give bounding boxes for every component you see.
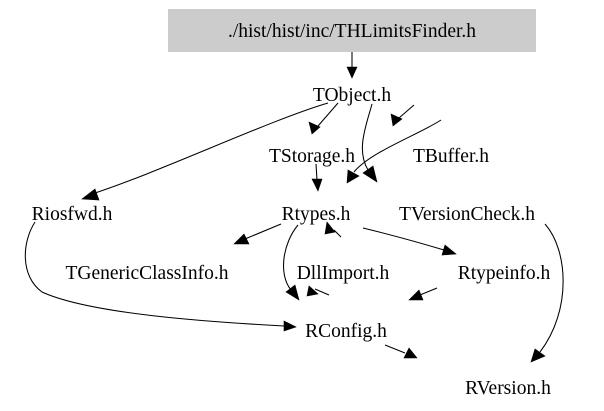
graph-node-rtypeinfo[interactable]: Rtypeinfo.h — [458, 263, 551, 284]
node-label-tstorage: TStorage.h — [269, 146, 355, 167]
node-label-tgenericclassinfo: TGenericClassInfo.h — [66, 263, 229, 284]
edge-line — [362, 227, 445, 251]
edge-line — [353, 119, 442, 173]
node-label-dllimport: DllImport.h — [297, 263, 390, 284]
edge-line — [419, 287, 438, 296]
node-label-rconfig: RConfig.h — [305, 321, 387, 342]
edge-rtypes-to-rtypeinfo — [362, 227, 457, 256]
graph-node-rconfig[interactable]: RConfig.h — [305, 321, 387, 342]
edge-line — [539, 223, 564, 353]
arrowhead-icon — [441, 244, 457, 256]
arrowhead-icon — [346, 169, 360, 184]
edge-line — [317, 102, 339, 127]
edge-line — [283, 224, 299, 291]
edge-tobject-to-riosfwd — [81, 102, 329, 201]
edge-root-to-tobject — [346, 52, 358, 79]
arrowhead-icon — [283, 320, 297, 332]
edge-line — [361, 103, 373, 171]
arrowhead-icon — [390, 113, 403, 127]
edge-tobject-to-tversioncheck — [361, 103, 378, 183]
arrowhead-icon — [530, 348, 546, 363]
node-layer: ./hist/hist/inc/THLimitsFinder.hTObject.… — [32, 9, 551, 399]
graph-node-tbuffer[interactable]: TBuffer.h — [413, 146, 489, 167]
edge-riosfwd-to-rconfig — [24, 221, 297, 332]
edge-line — [314, 288, 330, 296]
edge-line — [24, 221, 285, 327]
arrowhead-icon — [81, 188, 100, 201]
edge-rtypes-to-tgenericclassinfo — [233, 223, 282, 245]
arrowhead-icon — [311, 178, 323, 192]
node-label-riosfwd: Riosfwd.h — [32, 204, 113, 225]
node-label-rversion: RVersion.h — [465, 378, 551, 399]
edge-line — [398, 104, 415, 119]
edge-line — [315, 163, 318, 181]
graph-node-tstorage[interactable]: TStorage.h — [269, 146, 355, 167]
node-label-tobject: TObject.h — [313, 85, 391, 106]
edge-tstorage-to-rtypes — [311, 163, 323, 192]
graph-node-root[interactable]: ./hist/hist/inc/THLimitsFinder.h — [168, 9, 536, 52]
graph-node-tgenericclassinfo[interactable]: TGenericClassInfo.h — [66, 263, 229, 284]
arrowhead-icon — [233, 233, 250, 245]
graph-node-riosfwd[interactable]: Riosfwd.h — [32, 204, 113, 225]
node-box-root — [168, 9, 536, 52]
arrowhead-icon — [408, 289, 424, 301]
edge-rtypeinfo-to-rconfig — [408, 287, 438, 301]
graph-node-tversioncheck[interactable]: TVersionCheck.h — [399, 204, 535, 225]
edge-rtypes-to-rconfig — [283, 224, 300, 301]
node-label-rtypeinfo: Rtypeinfo.h — [458, 263, 551, 284]
edge-line — [244, 223, 282, 240]
edge-line — [333, 229, 342, 238]
edge-dllimport-to-rconfig — [306, 285, 330, 297]
arrowhead-icon — [362, 165, 378, 183]
node-label-tversioncheck: TVersionCheck.h — [399, 204, 535, 225]
node-label-rtypes: Rtypes.h — [282, 204, 351, 225]
arrowhead-icon — [308, 121, 321, 135]
arrowhead-icon — [346, 66, 358, 79]
edge-tobject-to-tbuffer — [390, 104, 415, 127]
edge-tbuffer-to-rtypes — [346, 119, 442, 184]
graph-node-dllimport[interactable]: DllImport.h — [297, 263, 390, 284]
graph-node-rversion[interactable]: RVersion.h — [465, 378, 551, 399]
edge-layer — [24, 52, 564, 363]
node-label-tbuffer: TBuffer.h — [413, 146, 489, 167]
edge-rconfig-to-rversion — [384, 344, 418, 359]
edge-tobject-to-tstorage — [308, 102, 339, 135]
arrowhead-icon — [324, 221, 336, 235]
graph-node-tobject[interactable]: TObject.h — [313, 85, 391, 106]
arrowhead-icon — [403, 347, 418, 359]
edge-line — [384, 344, 406, 354]
edge-rtypes-to-dllimport — [324, 221, 342, 238]
arrowhead-icon — [306, 285, 319, 297]
node-label-root: ./hist/hist/inc/THLimitsFinder.h — [228, 21, 476, 42]
arrowhead-icon — [285, 284, 300, 301]
edge-line — [91, 102, 329, 195]
edge-tversioncheck-to-rversion — [530, 223, 564, 363]
graph-node-rtypes[interactable]: Rtypes.h — [282, 204, 351, 225]
